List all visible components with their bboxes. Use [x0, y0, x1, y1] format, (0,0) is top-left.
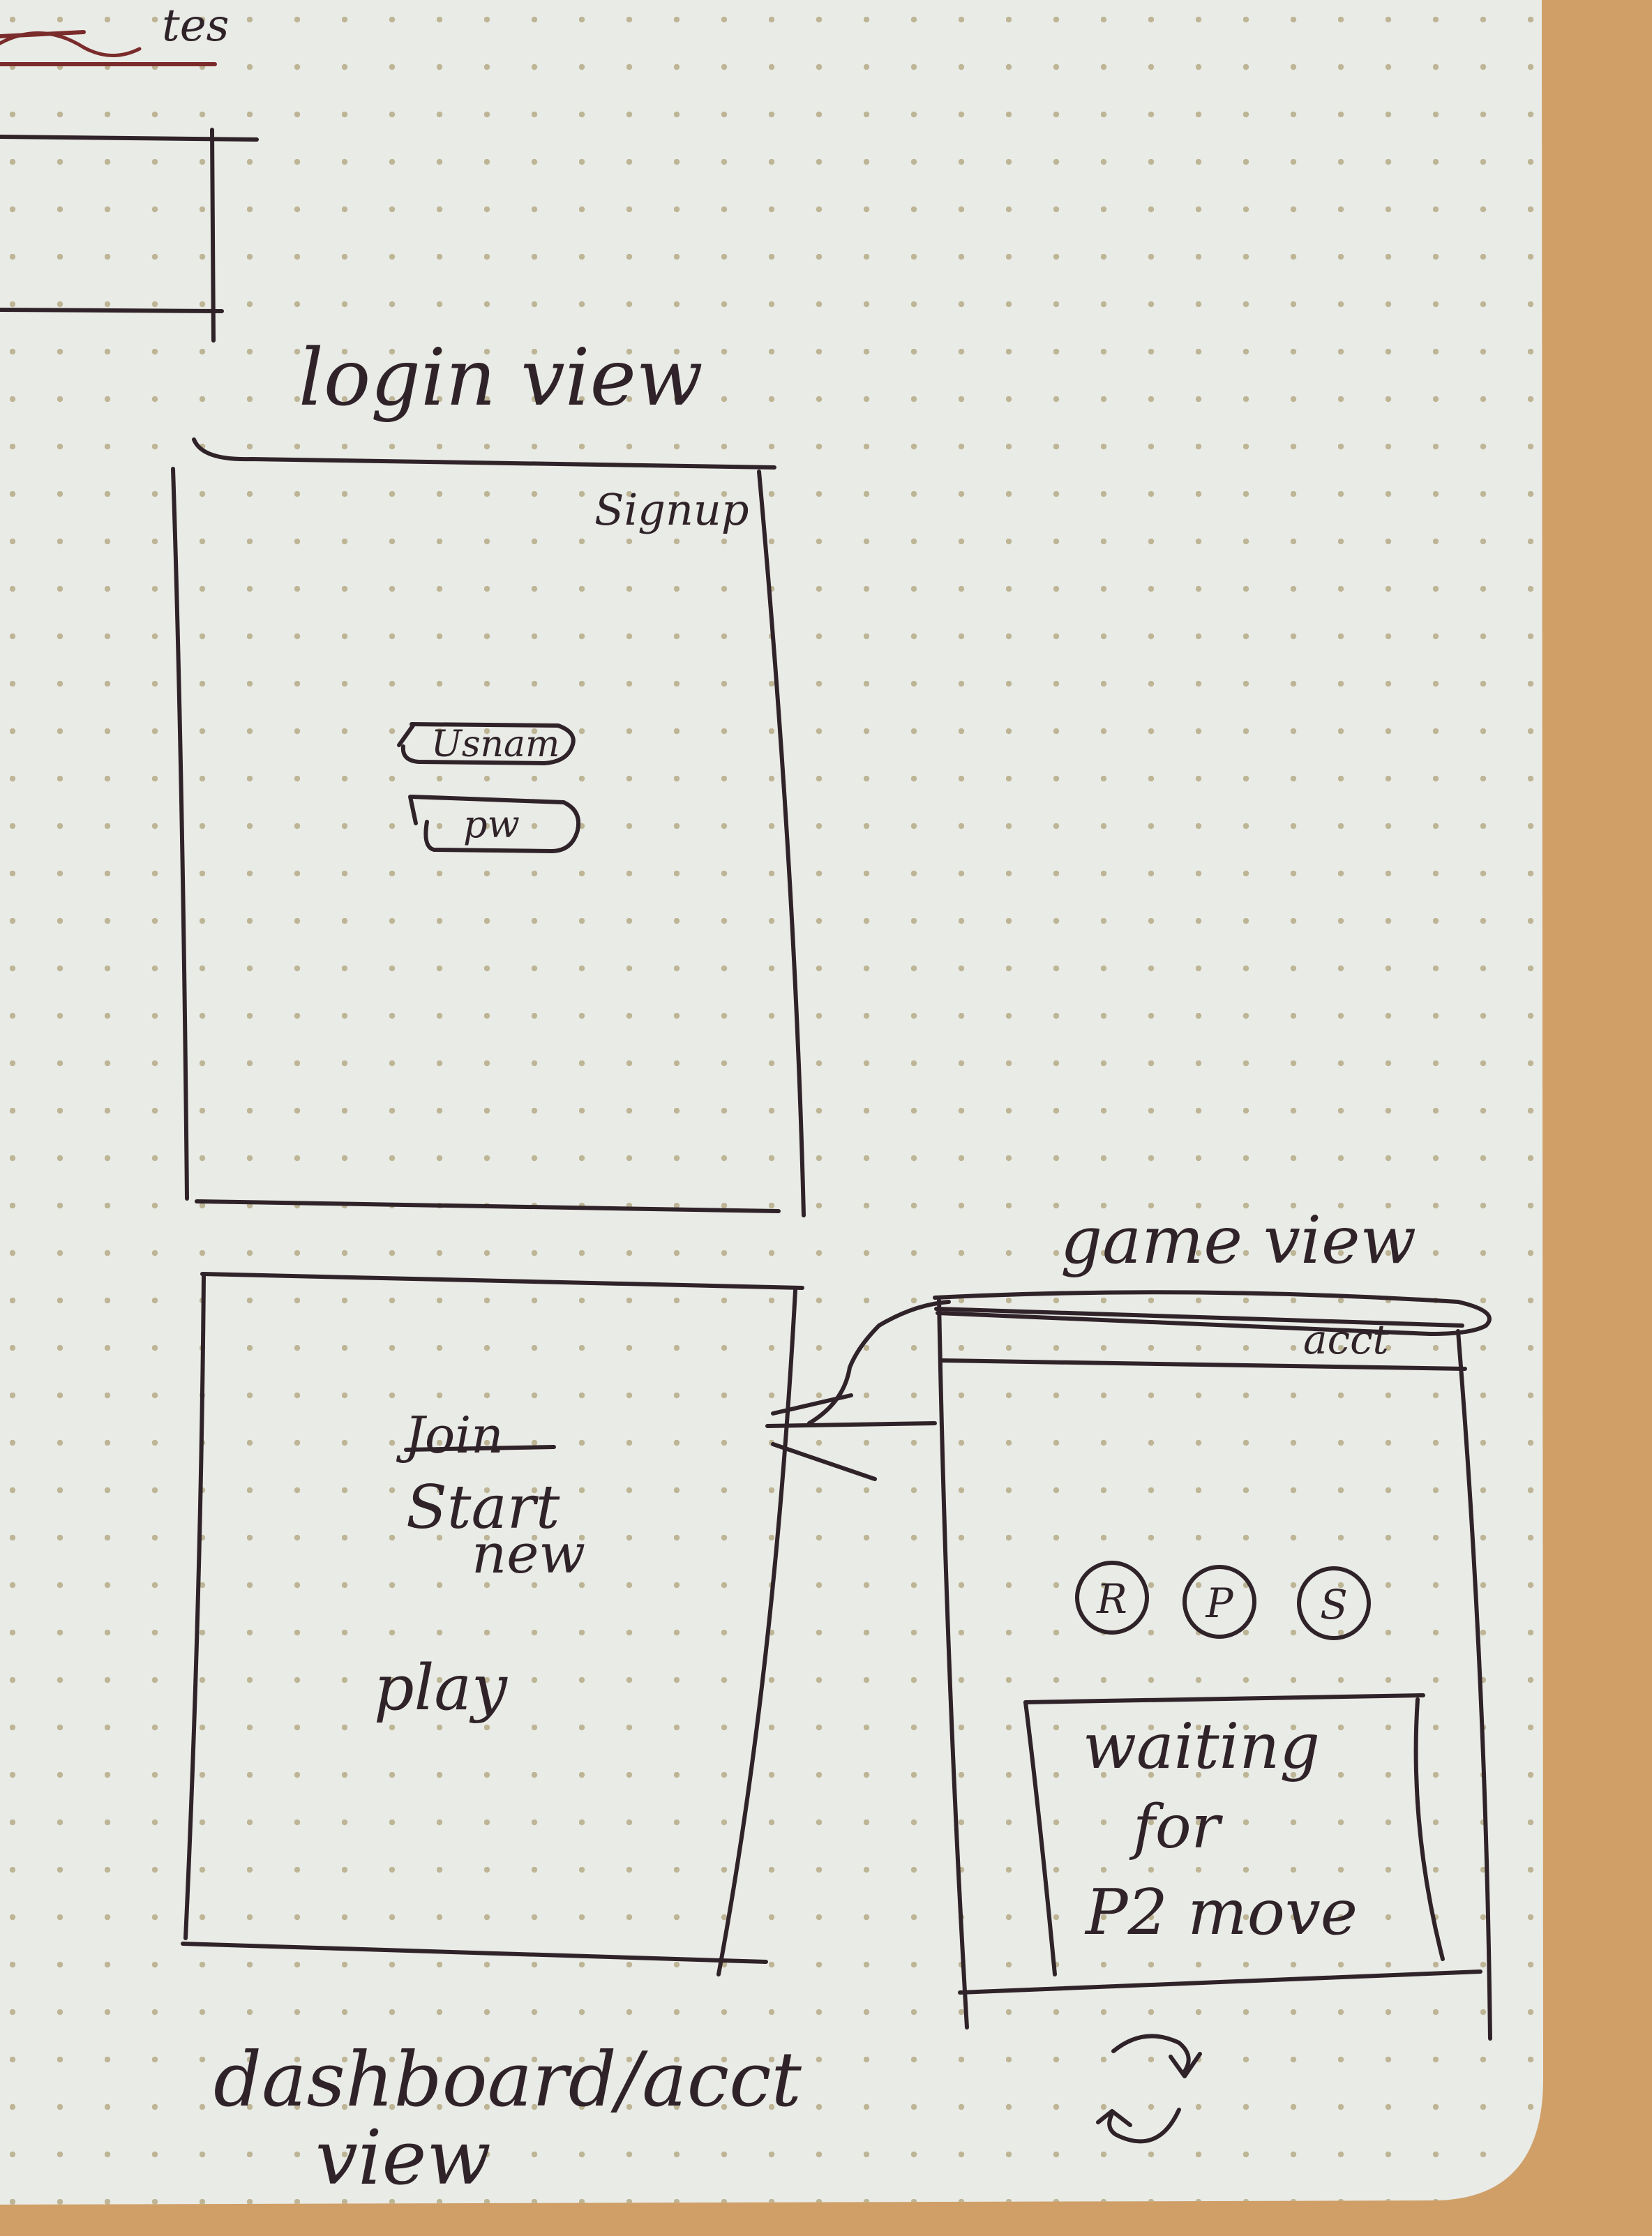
arrow-tail-lower — [771, 1442, 877, 1481]
scrap-strike — [0, 30, 86, 38]
dashboard-frame — [181, 1272, 804, 1976]
game-frame — [933, 1290, 1492, 2041]
refresh-arrowhead-top — [1169, 2052, 1202, 2078]
start-new-line1[interactable]: Start — [406, 1473, 560, 1543]
status-box-left — [1023, 1700, 1057, 1976]
status-line1: waiting — [1083, 1710, 1320, 1783]
password-input-outline — [410, 795, 580, 853]
password-input-cursor — [408, 795, 418, 825]
scrap-box-bottom — [0, 308, 224, 313]
dashboard-caption-line2: view — [315, 2115, 491, 2202]
game-frame-left — [937, 1298, 969, 2029]
dot-grid — [0, 0, 1543, 2205]
dashboard-frame-top — [200, 1272, 804, 1290]
login-frame-left — [171, 467, 189, 1201]
scrap-box-right — [210, 128, 216, 343]
acct-link[interactable]: acct — [1303, 1316, 1390, 1363]
login-view-title: login view — [299, 333, 703, 423]
login-frame-right — [757, 470, 806, 1217]
password-input[interactable] — [408, 795, 580, 853]
refresh-arrowhead-bottom — [1096, 2109, 1132, 2127]
join-strikethrough — [404, 1445, 556, 1452]
status-box — [1023, 1693, 1445, 1976]
paper-button-circle[interactable] — [1182, 1565, 1256, 1639]
rock-button-label[interactable]: R — [1096, 1575, 1127, 1623]
game-frame-top — [934, 1307, 1464, 1328]
dashboard-frame-right — [716, 1289, 797, 1976]
status-box-top — [1023, 1693, 1425, 1704]
rock-button-circle[interactable] — [1075, 1561, 1149, 1635]
scissors-button-circle[interactable] — [1297, 1566, 1371, 1640]
scissors-button-label[interactable]: S — [1320, 1581, 1348, 1628]
join-crossed-label: Join — [396, 1406, 504, 1464]
username-input-cursor — [397, 723, 415, 747]
status-line2: for — [1129, 1792, 1224, 1862]
password-placeholder: pw — [463, 802, 520, 846]
flow-arrows — [765, 1300, 951, 1481]
dashboard-frame-bottom — [181, 1942, 768, 1964]
game-view-title: game view — [1060, 1203, 1416, 1279]
login-frame-top — [192, 437, 776, 470]
top-scrap — [0, 30, 259, 343]
start-new-line2[interactable]: new — [472, 1523, 585, 1586]
status-line3: P2 move — [1084, 1876, 1358, 1949]
scrap-crossed-word: tes — [162, 0, 229, 52]
refresh-arrow-bottom — [1107, 2108, 1181, 2144]
status-box-right — [1413, 1697, 1445, 1961]
refresh-arrow-top — [1111, 2034, 1191, 2076]
login-frame-bottom — [195, 1199, 781, 1213]
game-frame-bottom — [958, 1969, 1482, 1995]
dashboard-frame-left — [183, 1275, 206, 1940]
refresh-icon[interactable] — [1096, 2034, 1202, 2144]
game-frame-right — [1456, 1329, 1492, 2041]
login-frame — [171, 437, 806, 1217]
play-button[interactable]: play — [374, 1651, 508, 1725]
paper-button-label[interactable]: P — [1205, 1580, 1233, 1627]
arrow-curve — [807, 1300, 951, 1425]
game-header-divider — [938, 1358, 1467, 1371]
game-frame-title-loop — [933, 1290, 1492, 1336]
signup-link[interactable]: Signup — [594, 484, 749, 535]
dashboard-caption-line1: dashboard/acct — [213, 2036, 802, 2124]
username-placeholder: Usnam — [431, 723, 560, 765]
username-input-outline — [400, 722, 576, 765]
username-input[interactable] — [397, 722, 576, 765]
arrow-to-game — [765, 1421, 937, 1428]
scrap-box-top — [0, 135, 259, 142]
